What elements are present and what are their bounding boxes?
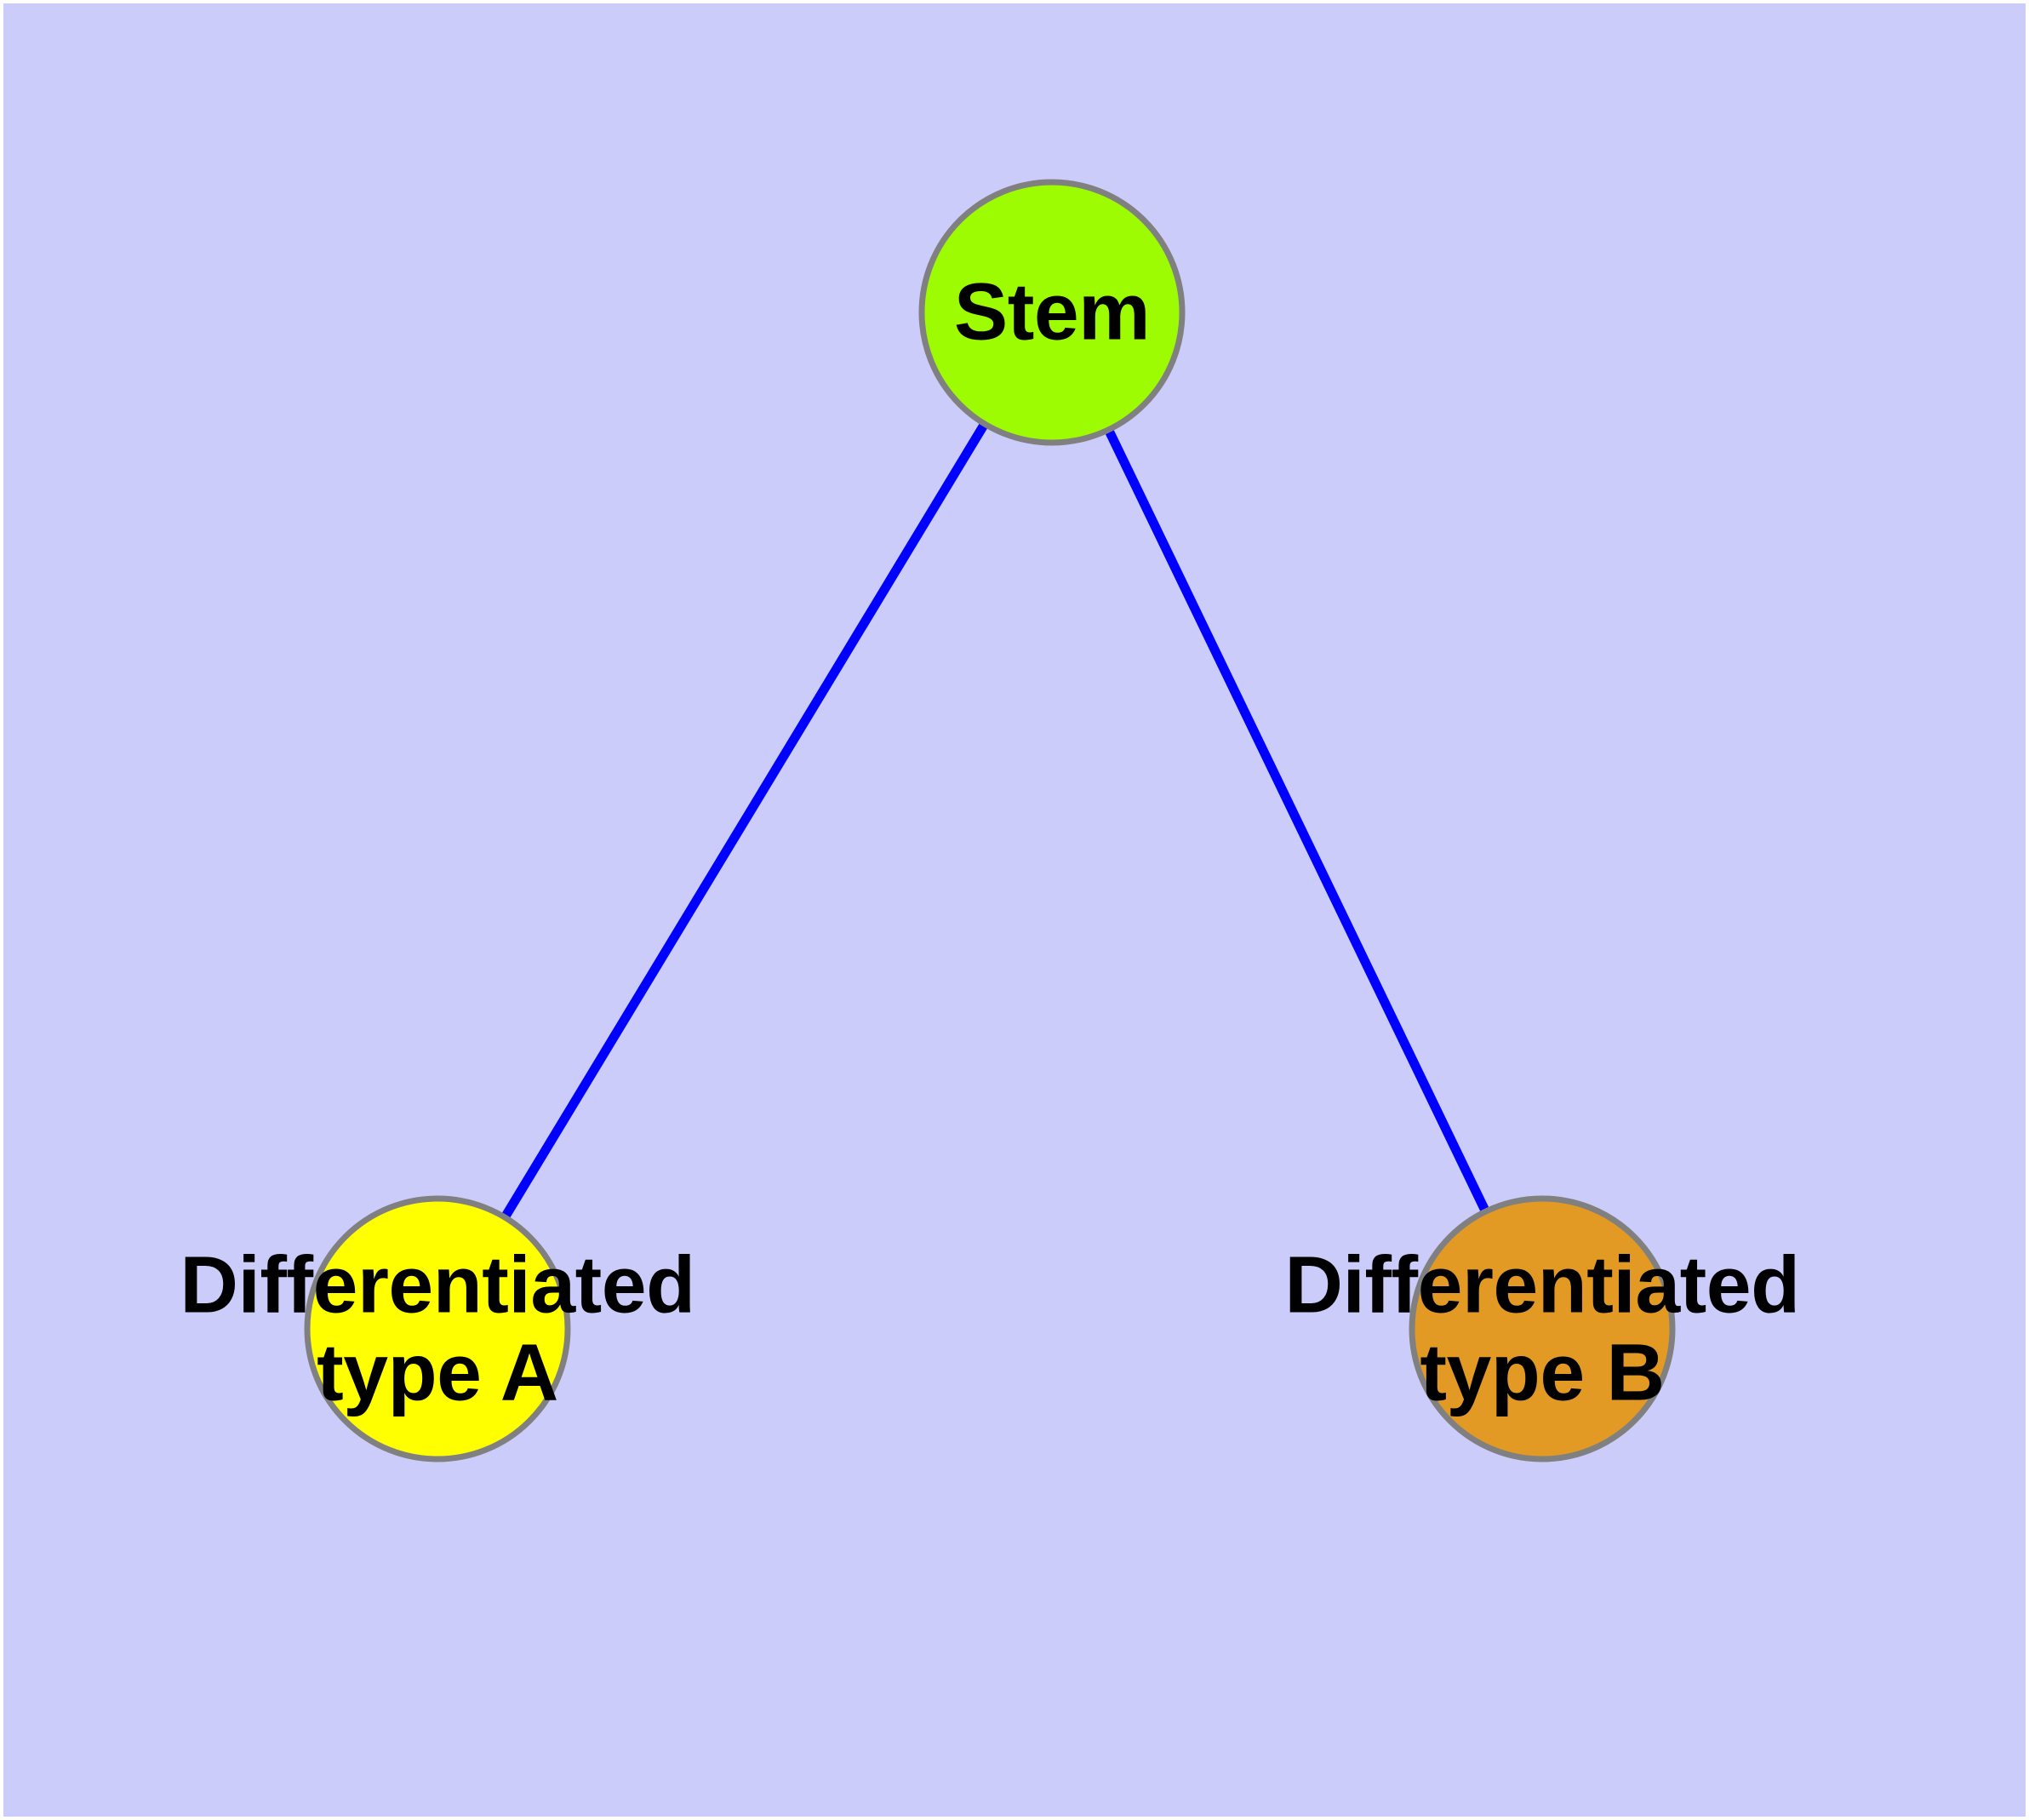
- graph-node-diff_a[interactable]: [304, 1195, 571, 1462]
- graph-edge: [500, 421, 989, 1220]
- nodes-layer: [304, 179, 1676, 1462]
- edges-layer: [500, 421, 1490, 1220]
- graph-node-diff_b[interactable]: [1409, 1195, 1676, 1462]
- graph-node-stem[interactable]: [918, 179, 1186, 446]
- graph-svg: [304, 179, 1676, 1462]
- graph-edge: [1104, 427, 1490, 1214]
